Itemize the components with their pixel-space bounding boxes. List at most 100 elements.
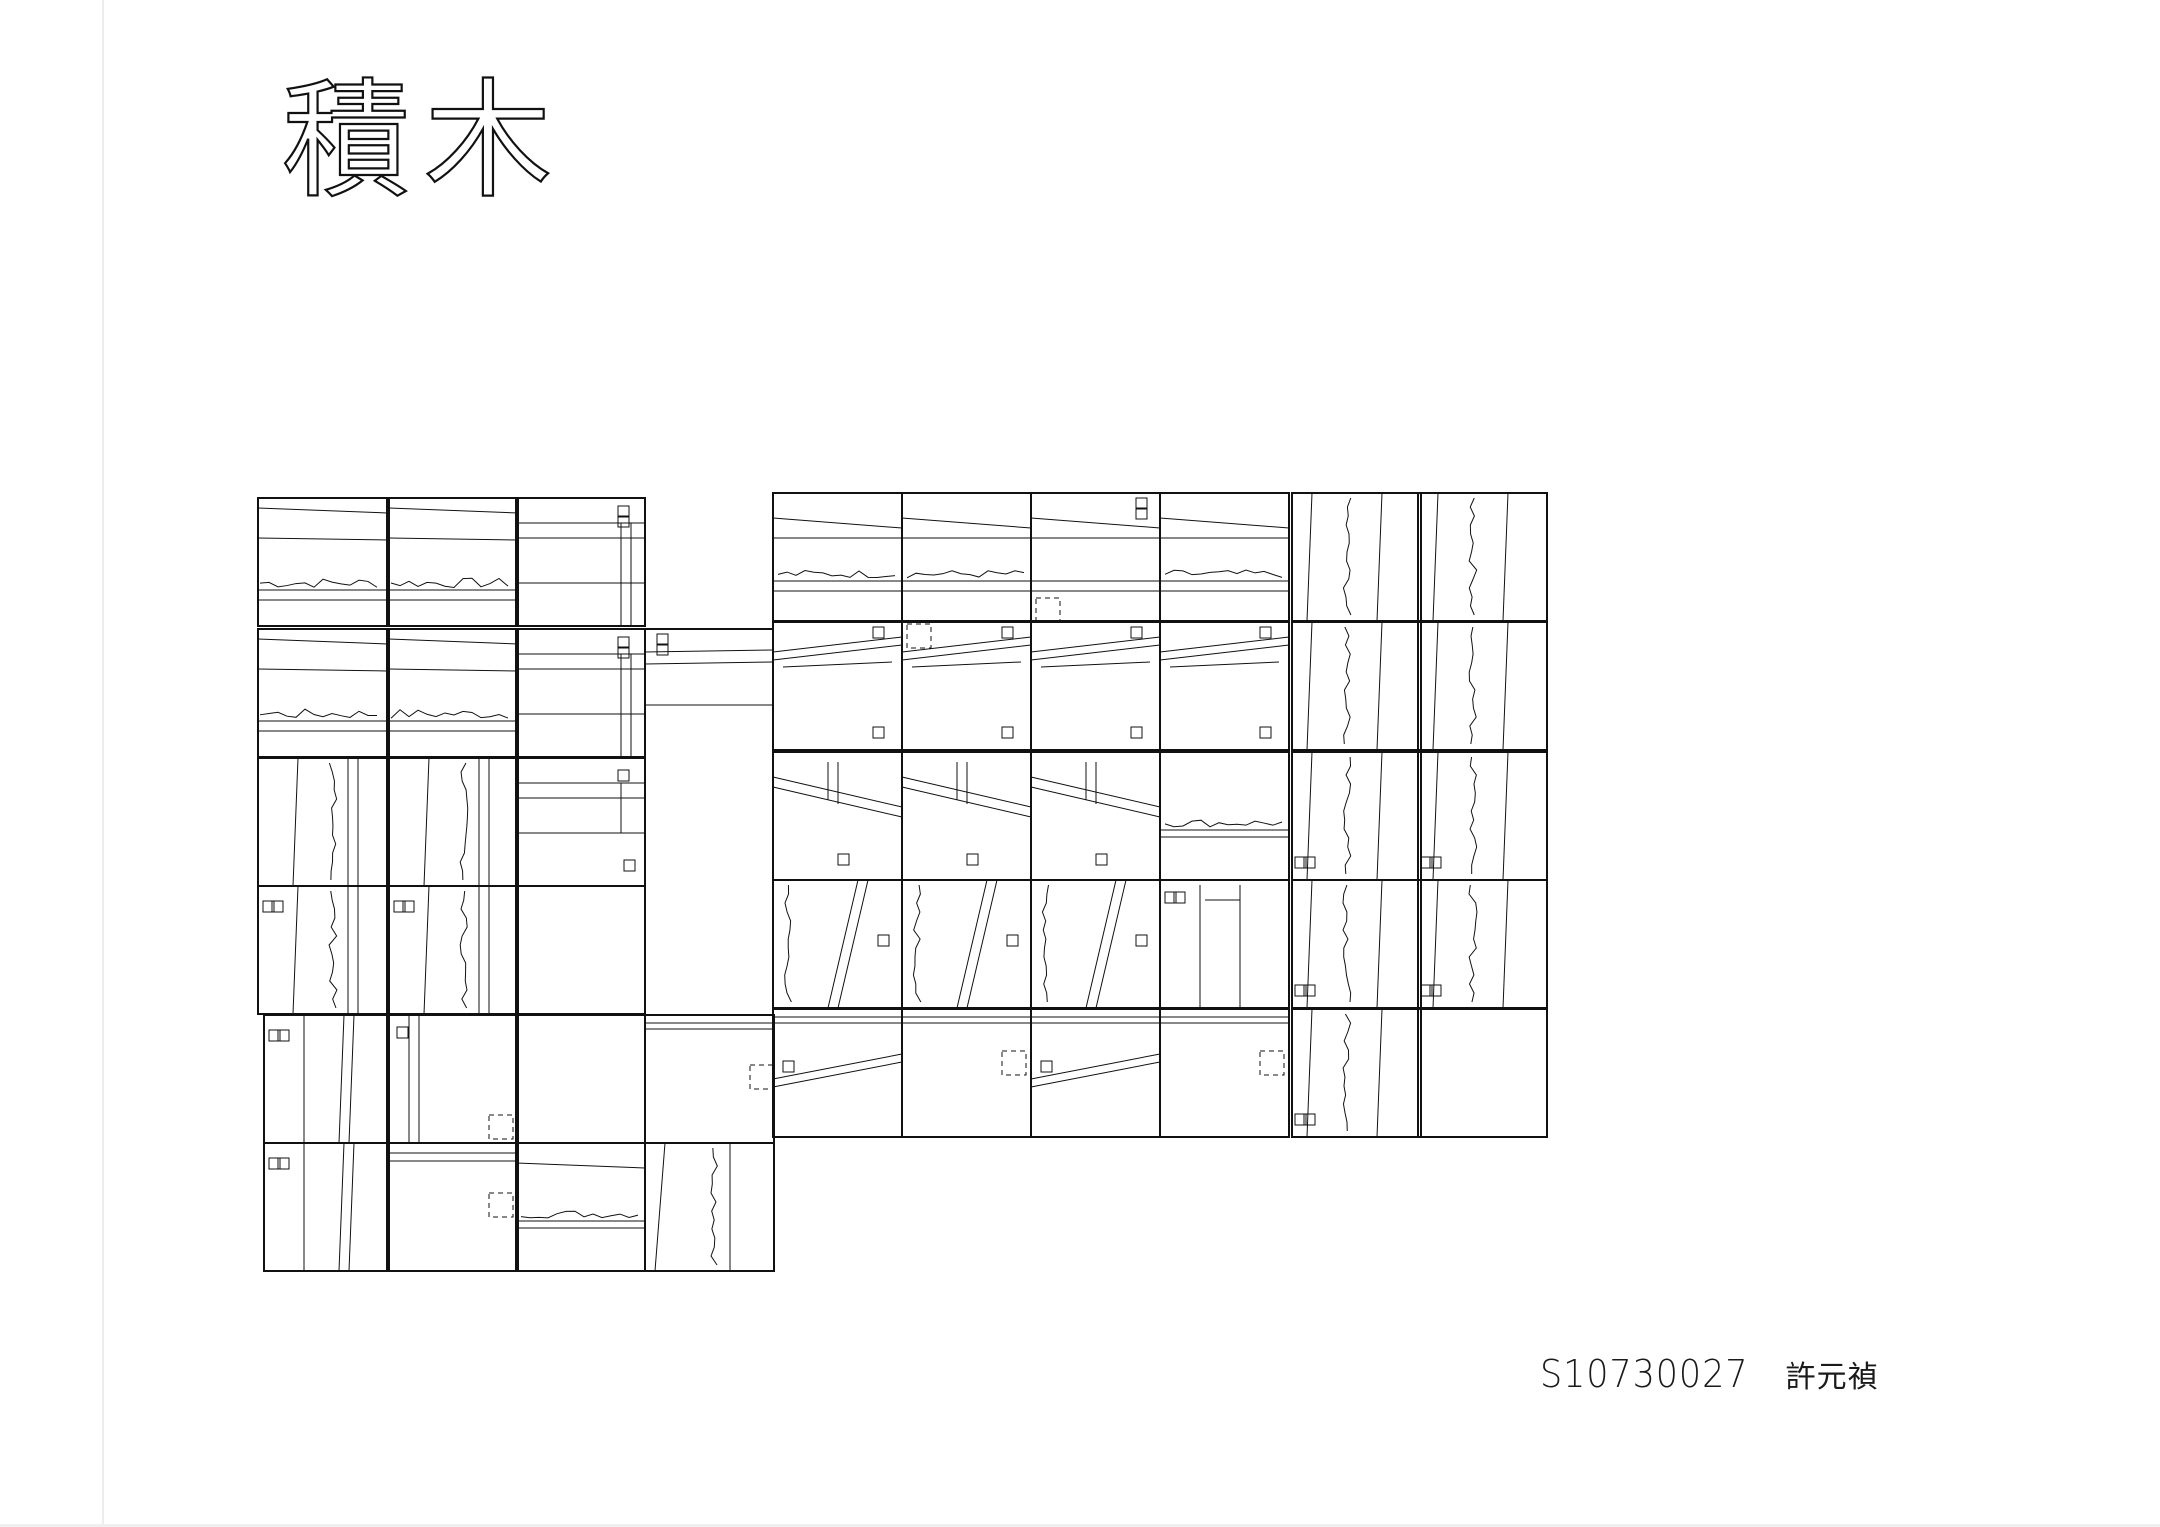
small-square	[617, 505, 630, 518]
mountain-contour	[777, 570, 896, 578]
block-cell	[263, 1142, 388, 1272]
block-line	[515, 1162, 646, 1169]
dashed-square	[749, 1064, 775, 1090]
block-line	[1030, 644, 1161, 661]
small-square	[268, 1157, 281, 1170]
block-line	[1432, 751, 1439, 881]
block-line	[1159, 644, 1290, 661]
small-square	[656, 643, 669, 656]
small-square	[1040, 1060, 1053, 1073]
small-square	[1429, 984, 1442, 997]
small-square	[617, 515, 630, 528]
block-line	[644, 649, 774, 653]
small-square	[837, 853, 850, 866]
block-line	[1502, 751, 1509, 881]
block-line	[772, 1061, 903, 1088]
block-line	[388, 668, 519, 672]
block-line	[1085, 879, 1117, 1009]
small-square	[1001, 626, 1014, 639]
block-cell	[388, 757, 519, 887]
block-cell	[1030, 621, 1161, 751]
block-line	[1432, 879, 1439, 1009]
block-line	[1306, 751, 1313, 881]
block-cell	[772, 1008, 903, 1138]
block-cell	[1159, 621, 1290, 751]
edge-contour	[1343, 626, 1351, 745]
block-line	[338, 1014, 345, 1144]
dashed-square	[906, 623, 932, 649]
block-cell	[1030, 1008, 1161, 1138]
small-square	[656, 633, 669, 646]
block-line	[257, 507, 388, 514]
edge-contour	[459, 762, 469, 881]
block-cell	[257, 628, 388, 758]
block-cell	[772, 621, 903, 751]
block-line	[1306, 879, 1313, 1009]
small-square	[393, 900, 406, 913]
block-line	[772, 517, 903, 529]
small-square	[1259, 726, 1272, 739]
small-square	[1135, 507, 1148, 520]
block-cell	[1417, 621, 1548, 751]
block-line	[1169, 661, 1280, 668]
small-square	[1135, 497, 1148, 510]
small-square	[1420, 984, 1433, 997]
block-line	[1306, 492, 1313, 622]
block-line	[901, 517, 1032, 529]
block-line	[837, 879, 869, 1009]
block-line	[348, 1142, 355, 1272]
dashed-square	[488, 1192, 514, 1218]
small-square	[623, 859, 636, 872]
edge-contour	[1468, 497, 1478, 616]
edge-contour	[1342, 497, 1352, 616]
student-id: S10730027	[1540, 1352, 1749, 1396]
small-square	[617, 636, 630, 649]
block-cell	[901, 492, 1032, 622]
paper-edge	[102, 0, 104, 1527]
block-line	[388, 507, 519, 514]
small-square	[1294, 1113, 1307, 1126]
block-line	[338, 1142, 345, 1272]
block-line	[1159, 636, 1290, 653]
block-line	[1030, 636, 1161, 653]
block-cell	[388, 1142, 519, 1272]
small-square	[872, 726, 885, 739]
block-line	[257, 537, 388, 541]
small-square	[277, 1029, 290, 1042]
block-line	[292, 885, 299, 1015]
block-line	[1376, 879, 1383, 1009]
small-square	[782, 1060, 795, 1073]
paper-edge-bottom	[0, 1524, 2160, 1527]
block-line	[1030, 1061, 1161, 1088]
block-cell	[644, 1142, 775, 1272]
block-cell	[1159, 879, 1290, 1009]
block-line	[1502, 621, 1509, 751]
small-square	[1303, 856, 1316, 869]
block-cell	[1030, 879, 1161, 1009]
block-line	[966, 879, 998, 1009]
small-square	[1429, 856, 1442, 869]
block-cell	[257, 757, 388, 887]
block-line	[388, 537, 519, 541]
block-line	[827, 879, 859, 1009]
small-square	[966, 853, 979, 866]
small-square	[617, 646, 630, 659]
block-cell	[388, 628, 519, 758]
block-cell	[263, 1014, 388, 1144]
small-square	[396, 1026, 409, 1039]
small-square	[271, 900, 284, 913]
dashed-square	[488, 1114, 514, 1140]
small-square	[1294, 984, 1307, 997]
small-square	[262, 900, 275, 913]
edge-contour	[1469, 756, 1478, 875]
small-square	[402, 900, 415, 913]
block-line	[956, 879, 988, 1009]
block-line	[772, 644, 903, 661]
small-square	[872, 626, 885, 639]
small-square	[1420, 856, 1433, 869]
edge-contour	[328, 890, 338, 1009]
block-line	[388, 638, 519, 645]
block-line	[423, 757, 430, 887]
